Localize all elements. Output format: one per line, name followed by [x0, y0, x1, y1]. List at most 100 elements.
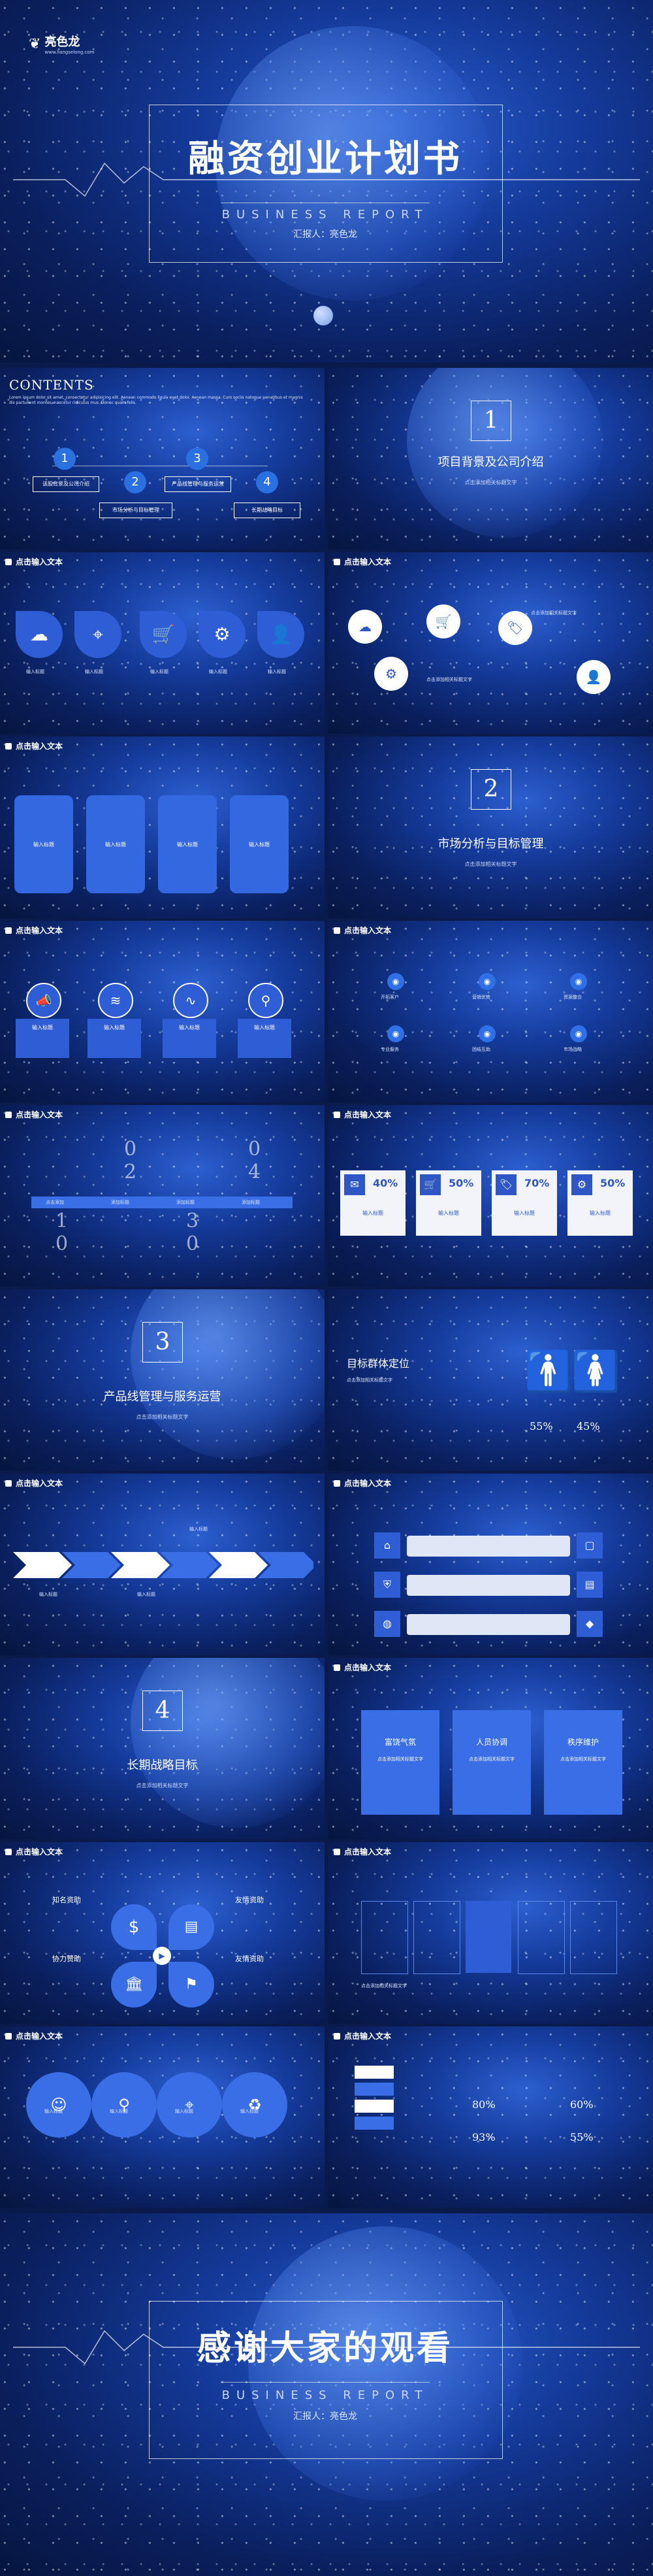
thanks-frame	[149, 2301, 503, 2459]
contents-label-2[interactable]: 市场分析与目标管理	[99, 503, 172, 518]
bar-row	[407, 1575, 570, 1596]
cycle-text: 点击添加相关标题文字	[426, 677, 472, 682]
support-slide: 点击输入文本 知名资助 友情资助 协力赞助 友情资助 $ ▤ 🏛 ⚑ ▶	[0, 1842, 325, 2024]
section-sub: 点击添加相关标题文字	[136, 1414, 189, 1420]
thanks-divider	[221, 2382, 430, 2383]
slide-header: 点击输入文本	[334, 2030, 391, 2041]
target-text: 点击添加相关标题文字	[347, 1378, 392, 1383]
banner-icon-4: ⚲	[248, 983, 283, 1018]
tile-caption: 输入标题	[268, 669, 286, 674]
bubbles-slide: 点击输入文本 ☺ ⚲ ⌖ ♻ 输入标题 输入标题 输入标题 输入标题	[0, 2026, 325, 2208]
timeline-label: 添加标题	[176, 1200, 195, 1205]
logo: ❦ 亮色龙 www.liangselong.com	[29, 33, 95, 55]
bar-row	[407, 1614, 570, 1635]
tile-caption: 输入标题	[209, 669, 227, 674]
female-percent: 45%	[577, 1420, 600, 1432]
support-dollar: $	[111, 1904, 157, 1950]
contents-slide: CONTENTS Lorem ipsum dolor sit amet, con…	[0, 368, 325, 550]
thanks-title: 感谢大家的观看	[197, 2329, 453, 2368]
percent-card-2: 🛒 50% 输入标题	[416, 1170, 481, 1236]
three-cards-slide: 点击输入文本 富饶气氛 点击添加相关标题文字 人员协调 点击添加相关标题文字 秩…	[328, 1658, 653, 1840]
bar-icon: ▢	[577, 1532, 603, 1559]
cart-icon: 🛒	[420, 1174, 441, 1195]
timeline-label: 点击添加	[46, 1200, 64, 1205]
slide-header: 点击输入文本	[334, 1478, 391, 1489]
contents-desc: Lorem ipsum dolor sit amet, consectetur …	[9, 395, 303, 405]
grid-label: 营销优势	[472, 995, 490, 1000]
megaphone-icon: 📣	[35, 993, 52, 1008]
grid-icon: ◉	[387, 973, 404, 990]
grid-label: 开拓客户	[381, 995, 399, 1000]
banner-4: 输入标题	[238, 1019, 291, 1058]
planet	[215, 26, 490, 301]
col	[570, 1901, 617, 1974]
square-bullet-icon	[334, 1848, 340, 1855]
timeline-bar	[31, 1197, 293, 1208]
arrow-label: 输入标题	[137, 1592, 155, 1597]
slide-header: 点击输入文本	[5, 2030, 63, 2041]
contents-label-1[interactable]: 该股背景及公司介绍	[33, 476, 99, 492]
section-number: 2	[471, 769, 511, 810]
bubble: ♻	[222, 2072, 287, 2138]
small-planet	[313, 306, 333, 325]
col	[466, 1901, 511, 1973]
bar-icon: ◍	[374, 1611, 400, 1637]
slide-header: 点击输入文本	[334, 556, 391, 567]
tag-icon: 🏷	[496, 1174, 517, 1195]
slide-header: 点击输入文本	[5, 1478, 63, 1489]
cover-slide: ❦ 亮色龙 www.liangselong.com 融资创业计划书 BUSINE…	[0, 0, 653, 363]
slide-header: 点击输入文本	[334, 1109, 391, 1120]
section-title: 长期战略目标	[127, 1759, 198, 1772]
slide-header: 点击输入文本	[5, 740, 63, 751]
percent: 55%	[570, 2131, 594, 2143]
percent: 60%	[570, 2098, 594, 2111]
slide-header: 点击输入文本	[334, 925, 391, 936]
tile-cart: 🛒	[140, 611, 187, 658]
bars-slide: 点击输入文本 ⌂ ▢ ⛨ ▤ ◍ ◆	[328, 1474, 653, 1655]
square-bullet-icon	[334, 1479, 340, 1487]
search-icon: ⚲	[261, 993, 271, 1008]
slide-header: 点击输入文本	[334, 1846, 391, 1857]
cover-frame	[149, 105, 503, 263]
male-percent: 55%	[530, 1420, 553, 1432]
banner-icon-3: ∿	[173, 983, 208, 1018]
card: 秩序维护 点击添加相关标题文字	[544, 1710, 622, 1815]
contents-num-2: 2	[124, 471, 146, 493]
square-bullet-icon	[334, 2032, 340, 2039]
gear-icon: ⚙	[214, 623, 231, 645]
cover-subtitle: BUSINESS REPORT	[221, 208, 429, 222]
bubble-text: 输入标题	[175, 2109, 193, 2114]
grid-icon: ◉	[570, 973, 587, 990]
icons-slide: 点击输入文本 ☁ ⌖ 🛒 ⚙ 👤 输入标题 输入标题 输入标题 输入标题 输入标…	[0, 552, 325, 734]
percent: 80%	[472, 2098, 496, 2111]
square-bullet-icon	[5, 742, 12, 750]
user-icon: 👤	[269, 623, 293, 645]
thanks-slide: 感谢大家的观看 BUSINESS REPORT 汇报人：亮色龙	[0, 2213, 653, 2576]
section2-slide: 2 市场分析与目标管理 点击添加相关标题文字	[328, 736, 653, 918]
square-bullet-icon	[334, 1111, 340, 1118]
play-icon: ▶	[153, 1947, 171, 1965]
square-bullet-icon	[5, 558, 12, 565]
bar-icon: ◆	[577, 1611, 603, 1637]
icon-grid-slide: 点击输入文本 ◉ ◉ ◉ ◉ ◉ ◉ 开拓客户 营销优势 资源整合 专业服务 团…	[328, 921, 653, 1102]
cloud-icon: ☁	[358, 619, 372, 635]
tile-caption: 输入标题	[150, 669, 168, 674]
thanks-line-decoration	[13, 2330, 640, 2365]
contents-label-4[interactable]: 长期战略目标	[234, 503, 300, 518]
cart-icon: 🛒	[151, 623, 175, 645]
bar-row	[407, 1536, 570, 1557]
percent-card-4: ⚙ 50% 输入标题	[567, 1170, 633, 1236]
grid-label: 资源整合	[564, 995, 582, 1000]
pencil-slide: 点击输入文本 80% 60% 93% 55%	[328, 2026, 653, 2208]
logo-text: 亮色龙	[44, 35, 80, 49]
contents-label-3[interactable]: 产品线管理与服务运营	[165, 476, 231, 492]
logo-sub: www.liangselong.com	[44, 50, 95, 55]
card-2: 输入标题	[86, 795, 145, 893]
percent-card-3: 🏷 70% 输入标题	[492, 1170, 557, 1236]
arrow-label: 输入标题	[189, 1527, 208, 1532]
section1-slide: 1 项目背景及公司介绍 点击添加相关标题文字	[328, 368, 653, 550]
tile-gear: ⚙	[199, 611, 246, 658]
slide-header: 点击输入文本	[5, 1109, 63, 1120]
slide-header: 点击输入文本	[5, 556, 63, 567]
